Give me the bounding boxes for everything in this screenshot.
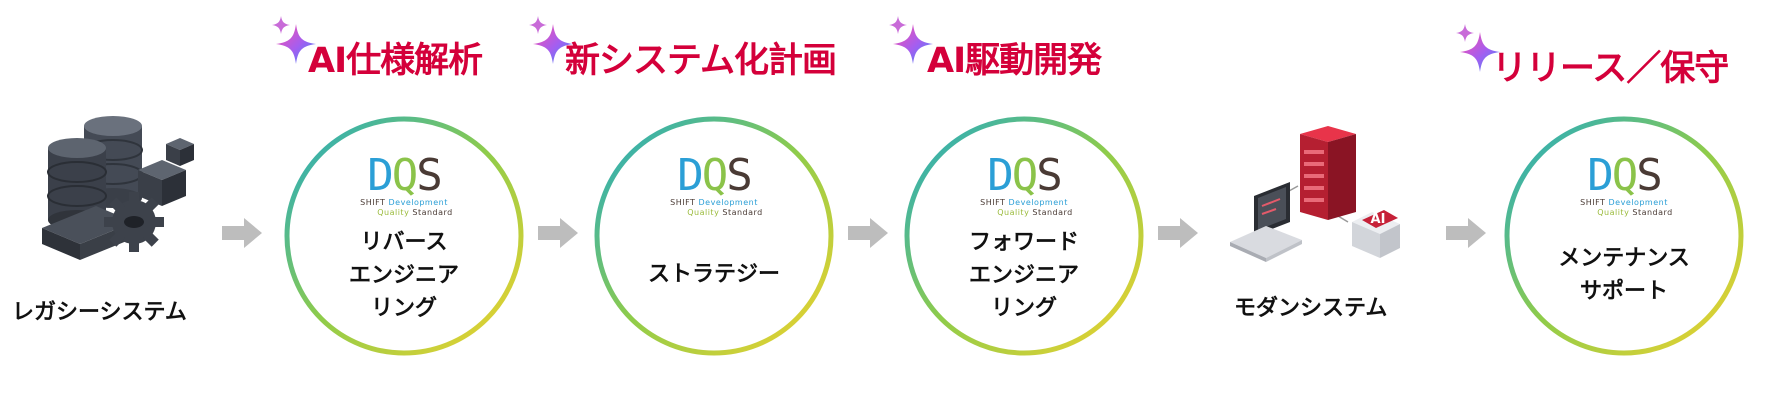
sparkle-icon (529, 16, 573, 64)
sparkle-icon (1456, 24, 1500, 72)
ring-reverse-engineering: DQS SHIFT Development Quality Standard リ… (282, 114, 526, 358)
ring-text-line: リング (370, 296, 437, 321)
arrow-right-icon (222, 218, 262, 248)
sparkle-icon (889, 16, 933, 64)
server-laptop-ai-icon: AI (1230, 126, 1400, 262)
arrow-right-icon (538, 218, 578, 248)
database-server-gear-icon (42, 116, 194, 260)
arrow-right-icon (848, 218, 888, 248)
sparkle-icon (272, 16, 316, 64)
ring-text-line: リバース (360, 230, 448, 255)
ring-text-line: リング (990, 296, 1057, 321)
ring-text-line: ストラテジー (647, 262, 780, 287)
arrow-right-icon (1446, 218, 1486, 248)
dqs-logo: DQS SHIFT Development Quality Standard (670, 150, 763, 218)
ring-text-line: エンジニア (348, 263, 459, 288)
ring-text-line: フォワード (968, 230, 1079, 255)
legacy-system-label: レガシーシステム (12, 300, 187, 325)
svg-text:AI: AI (1371, 212, 1386, 227)
step-header-ai-spec-analysis: AI仕様解析 (308, 41, 483, 81)
dqs-logo: DQS SHIFT Development Quality Standard (360, 150, 453, 218)
dqs-logo: DQS SHIFT Development Quality Standard (1580, 150, 1673, 218)
step-header-ai-driven-dev: AI駆動開発 (927, 41, 1102, 81)
ring-text-line: メンテナンス (1558, 246, 1690, 271)
dqs-logo: DQS SHIFT Development Quality Standard (980, 150, 1073, 218)
ring-forward-engineering: DQS SHIFT Development Quality Standard フ… (902, 114, 1146, 358)
ring-strategy: DQS SHIFT Development Quality Standard ス… (592, 114, 836, 358)
step-header-new-system-plan: 新システム化計画 (565, 41, 837, 81)
arrow-right-icon (1158, 218, 1198, 248)
step-header-release-maintenance: リリース／保守 (1492, 49, 1729, 89)
ring-text-line: サポート (1579, 279, 1668, 304)
modern-system-label: モダンシステム (1234, 296, 1388, 321)
ring-text-line: エンジニア (968, 263, 1079, 288)
ring-maintenance-support: DQS SHIFT Development Quality Standard メ… (1502, 114, 1746, 358)
